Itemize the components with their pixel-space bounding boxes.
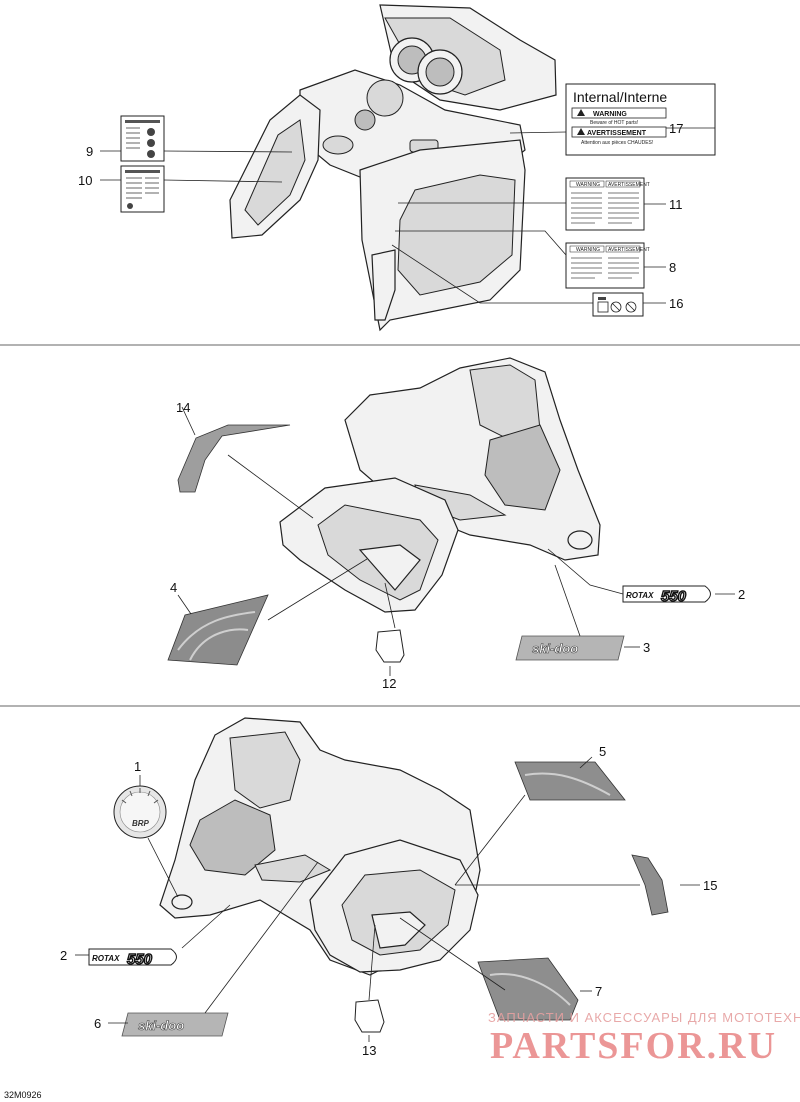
decal-8-left-header: WARNING <box>576 247 600 253</box>
rotax-word-lower: ROTAX <box>92 954 120 963</box>
hood-assembly-left-view <box>279 357 601 613</box>
callout-17: 17 <box>669 121 683 136</box>
callout-2-lower: 2 <box>60 948 67 963</box>
decal-17-line4: Attention aux pièces CHAUDES! <box>581 140 653 146</box>
leader-lines-section-1 <box>100 127 715 304</box>
rotax-word-upper: ROTAX <box>626 591 654 600</box>
hood-assembly-right-view <box>159 717 481 976</box>
rotax-number-upper: 550 <box>661 588 687 605</box>
decal-9 <box>120 115 165 162</box>
decal-17-warning: WARNING <box>593 111 627 118</box>
decal-1-brp-gauge: BRP <box>113 785 167 839</box>
callout-14: 14 <box>176 400 190 415</box>
decal-2-rotax-550-upper: ROTAX 550 <box>622 585 711 606</box>
callout-3: 3 <box>643 640 650 655</box>
decal-8: WARNING AVERTISSEMENT <box>565 242 650 289</box>
callout-7: 7 <box>595 984 602 999</box>
callout-16: 16 <box>669 296 683 311</box>
rotax-number-lower: 550 <box>127 951 153 968</box>
decal-2-rotax-550-lower: ROTAX 550 <box>88 948 177 969</box>
callout-10: 10 <box>78 173 92 188</box>
callout-13: 13 <box>362 1043 376 1058</box>
decal-5 <box>514 761 626 801</box>
decal-11-left-header: WARNING <box>576 182 600 188</box>
drawing-number: 32M0926 <box>4 1090 42 1100</box>
decal-15 <box>631 854 669 916</box>
brp-logo: BRP <box>132 819 150 828</box>
watermark: ЗАПЧАСТИ И АКСЕССУАРЫ ДЛЯ МОТОТЕХНИКИ PA… <box>488 1010 800 1067</box>
decal-13 <box>354 999 385 1033</box>
decal-7 <box>477 957 579 1021</box>
decal-17-title: Internal/Interne <box>573 89 667 105</box>
hood-assembly-top <box>229 4 557 332</box>
decal-4 <box>167 594 269 666</box>
decal-16 <box>592 292 644 317</box>
decal-8-right-header: AVERTISSEMENT <box>608 247 650 253</box>
watermark-tagline: ЗАПЧАСТИ И АКСЕССУАРЫ ДЛЯ МОТОТЕХНИКИ <box>488 1010 800 1025</box>
callout-5: 5 <box>599 744 606 759</box>
watermark-site: PARTSFOR.RU <box>490 1025 777 1067</box>
callout-9: 9 <box>86 144 93 159</box>
decal-17-avertissement: AVERTISSEMENT <box>587 130 647 137</box>
decal-10 <box>120 165 165 213</box>
decal-14 <box>177 424 291 493</box>
skidoo-logo-lower: ski-doo <box>138 1018 184 1033</box>
decal-17-line2: Beware of HOT parts! <box>590 120 638 126</box>
callout-4: 4 <box>170 580 177 595</box>
callout-12: 12 <box>382 676 396 691</box>
decal-3-ski-doo: ski-doo <box>515 635 625 661</box>
callout-2-upper: 2 <box>738 587 745 602</box>
decal-6-ski-doo: ski-doo <box>121 1012 229 1037</box>
callout-6: 6 <box>94 1016 101 1031</box>
leader-lines-section-3 <box>75 756 700 1042</box>
decal-11-right-header: AVERTISSEMENT <box>608 182 650 188</box>
decal-17: Internal/Interne WARNING Beware of HOT p… <box>565 83 716 156</box>
decal-12 <box>375 629 405 663</box>
callout-8: 8 <box>669 260 676 275</box>
leader-lines-section-2 <box>177 406 735 676</box>
callout-1: 1 <box>134 759 141 774</box>
decal-11: WARNING AVERTISSEMENT <box>565 177 650 231</box>
skidoo-logo-upper: ski-doo <box>532 641 578 656</box>
callout-15: 15 <box>703 878 717 893</box>
callout-11: 11 <box>669 197 683 212</box>
